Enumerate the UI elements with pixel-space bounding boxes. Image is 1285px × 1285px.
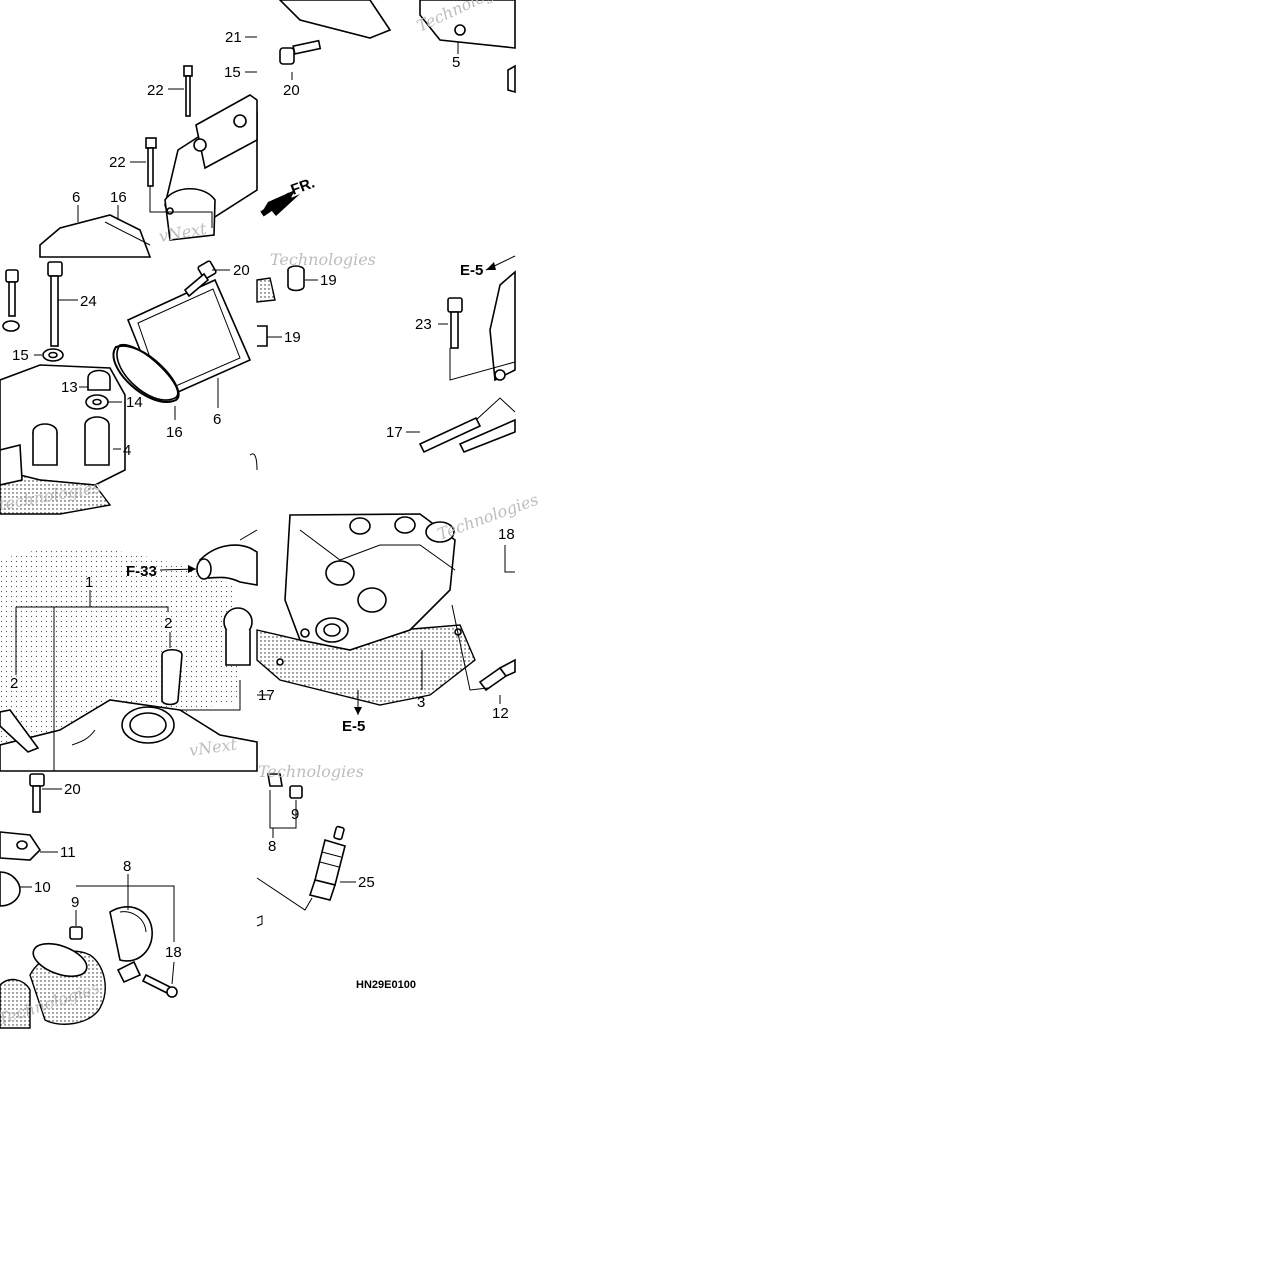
- callout-20: 20: [233, 262, 250, 279]
- cylinder-head-side-view: [0, 278, 258, 515]
- hose-clamp-8: [109, 906, 153, 984]
- callout-19: 19: [284, 329, 301, 346]
- callout-11: 11: [60, 844, 76, 861]
- callout-12: 12: [492, 705, 509, 722]
- watermark-text: Technologies: [258, 762, 364, 781]
- callout-17: 17: [386, 424, 403, 441]
- dowel-2-left: [0, 709, 40, 753]
- bolt-23: [447, 297, 463, 349]
- reference-e5-top: E-5: [460, 262, 483, 279]
- callout-4: 4: [123, 442, 131, 459]
- callout-15: 15: [224, 64, 241, 81]
- callout-22: 22: [147, 82, 164, 99]
- dowel-pin-19-upper: [287, 265, 305, 292]
- callout-23: 23: [415, 316, 432, 333]
- callout-21: 21: [225, 29, 242, 46]
- bolt-24: [47, 261, 63, 347]
- callout-10: 10: [34, 879, 51, 896]
- callout-20: 20: [64, 781, 81, 798]
- reference-e5-bottom: E-5: [342, 718, 365, 735]
- head-edge-right: [489, 270, 516, 382]
- callout-9: 9: [71, 894, 79, 911]
- watermark-text: vNext: [157, 219, 208, 246]
- spark-plug-25: [308, 825, 346, 901]
- cylinder-head-lower-left: [0, 699, 258, 772]
- screw-18: [141, 973, 178, 998]
- cap-nut-13: [87, 369, 111, 391]
- callout-22: 22: [109, 154, 126, 171]
- callout-25: 25: [358, 874, 375, 891]
- callout-6: 6: [213, 411, 221, 428]
- water-outlet-pipe: [196, 544, 258, 586]
- callout-18: 18: [498, 526, 515, 543]
- callout-15: 15: [12, 347, 29, 364]
- callout-2: 2: [164, 615, 172, 632]
- thermostat-10: [0, 871, 21, 907]
- callout-14: 14: [126, 394, 143, 411]
- callout-6: 6: [72, 189, 80, 206]
- callout-16: 16: [110, 189, 127, 206]
- callout-19: 19: [320, 272, 337, 289]
- diagram-code: HN29E0100: [356, 979, 416, 991]
- stud-17-pair: [418, 416, 516, 454]
- thermostat-housing-11: [0, 831, 42, 861]
- washer-15: [42, 348, 64, 362]
- callout-16: 16: [166, 424, 183, 441]
- bolt-20-housing: [29, 773, 45, 813]
- bolt-22-upper: [183, 65, 193, 117]
- nut-9-lower: [69, 926, 83, 940]
- callout-8: 8: [123, 858, 131, 875]
- thermostat: [223, 607, 253, 666]
- clip-upper: [267, 773, 283, 787]
- dowel-pin-19-lower: [257, 325, 268, 347]
- dowel-2-right: [161, 648, 183, 706]
- callout-1: 1: [85, 574, 93, 591]
- callout-3: 3: [417, 694, 425, 711]
- callout-8: 8: [268, 838, 276, 855]
- callout-24: 24: [80, 293, 97, 310]
- cylinder-head-cover-view: [39, 0, 516, 258]
- fr-arrow-marker: FR.: [260, 175, 318, 217]
- callout-9: 9: [291, 806, 299, 823]
- bolt-20-cover: [183, 260, 217, 298]
- water-hose: [0, 942, 106, 1029]
- cylinder-head-main: [256, 513, 476, 706]
- washer-14: [85, 394, 109, 410]
- direction-marker-label: FR.: [289, 175, 318, 199]
- bolt-upper-left: [2, 269, 20, 332]
- callout-18: 18: [165, 944, 182, 961]
- bracket-18-edge: [504, 545, 515, 573]
- callout-17: 17: [258, 687, 275, 704]
- watermark-text: Technologies: [270, 250, 376, 269]
- callout-20: 20: [283, 82, 300, 99]
- bolt-20-top: [279, 39, 322, 65]
- reference-f33: F-33: [126, 563, 157, 580]
- callout-5: 5: [452, 54, 460, 71]
- spark-plug-12: [478, 658, 516, 692]
- callout-2: 2: [10, 675, 18, 692]
- o-ring-16: [112, 344, 180, 403]
- bolt-22-lower: [145, 137, 157, 187]
- watermark-text: Technologies: [435, 490, 541, 544]
- nut-9-upper: [289, 785, 303, 799]
- callout-13: 13: [61, 379, 78, 396]
